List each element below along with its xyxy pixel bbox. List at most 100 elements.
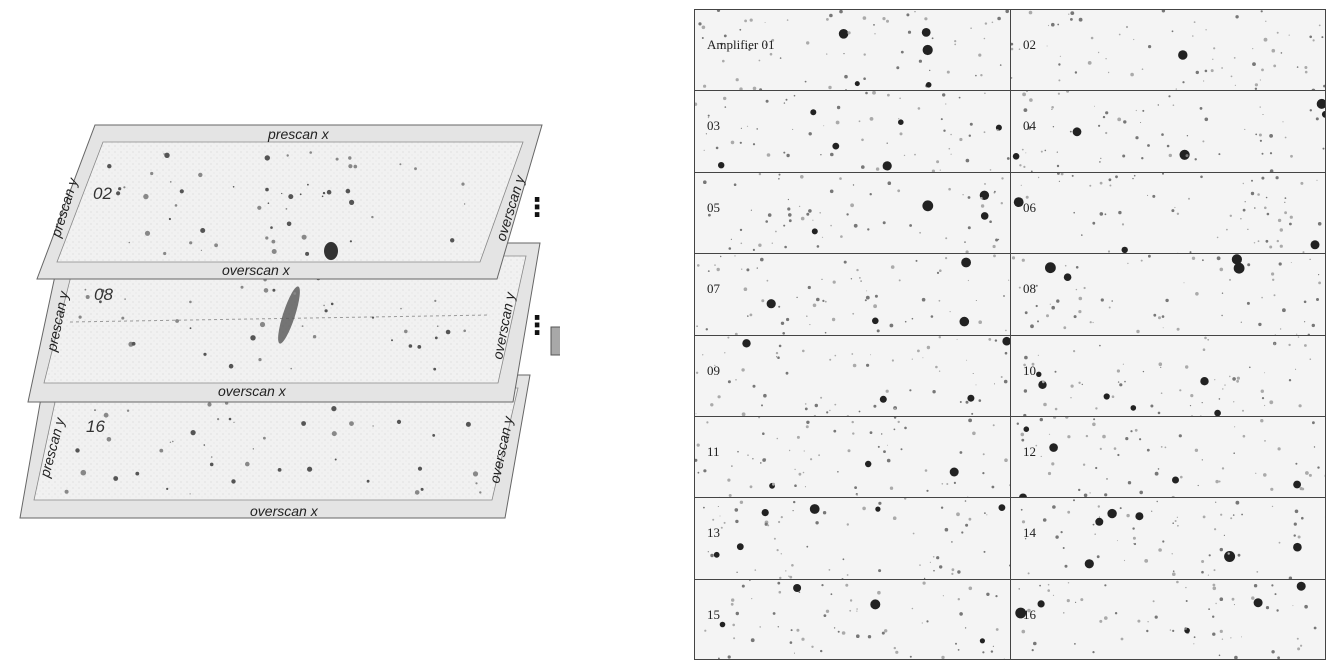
source-dot <box>856 634 860 638</box>
source-dot <box>1044 149 1047 152</box>
source-dot <box>812 303 817 308</box>
source-dot <box>1020 432 1025 437</box>
source-dot <box>1304 343 1307 347</box>
source-dot <box>307 466 313 472</box>
source-dot <box>1305 470 1309 475</box>
source-dot <box>935 365 938 368</box>
source-dot <box>784 245 787 249</box>
source-dot <box>990 650 994 653</box>
source-dot <box>804 407 808 410</box>
source-dot <box>1318 274 1320 276</box>
source-dot <box>1092 422 1096 426</box>
source-dot <box>1304 321 1306 323</box>
source-dot <box>1197 484 1199 486</box>
source-dot <box>1271 505 1274 508</box>
source-dot <box>1309 35 1312 39</box>
source-dot <box>856 610 858 612</box>
source-dot <box>854 486 857 489</box>
source-dot <box>1259 79 1261 81</box>
source-dot <box>1219 629 1223 633</box>
source-dot <box>798 205 801 207</box>
source-dot <box>228 417 232 421</box>
source-dot <box>872 91 876 95</box>
source-dot <box>1201 459 1203 461</box>
amplifier-cell: 05 <box>695 172 1011 255</box>
source-dot <box>1279 328 1282 330</box>
source-dot <box>959 611 963 616</box>
source-dot <box>759 88 763 91</box>
source-dot <box>1142 110 1145 113</box>
source-dot <box>1317 466 1320 469</box>
source-dot <box>844 74 848 79</box>
source-dot <box>1168 154 1172 158</box>
amplifier-image <box>703 172 1004 254</box>
source-dot <box>1242 182 1244 184</box>
source-dot <box>965 250 969 254</box>
source-dot <box>1244 200 1246 203</box>
source-dot <box>1316 298 1319 302</box>
source-dot <box>751 597 753 599</box>
source-dot <box>896 66 900 70</box>
source-dot <box>1024 538 1027 540</box>
source-dot <box>1252 62 1256 66</box>
source-dot <box>822 511 827 515</box>
source-dot <box>1147 620 1149 623</box>
source-dot <box>1089 321 1092 324</box>
source-dot <box>1124 380 1126 382</box>
source-dot <box>993 254 996 258</box>
source-dot <box>1255 133 1258 136</box>
source-dot <box>1280 52 1283 54</box>
source-dot <box>1100 158 1102 160</box>
source-dot <box>718 162 725 169</box>
source-dot <box>1273 64 1277 68</box>
amplifier-label: 07 <box>707 281 720 297</box>
source-dot <box>793 583 802 592</box>
source-dot <box>1213 569 1216 572</box>
source-dot <box>1264 206 1267 209</box>
amplifier-image <box>1011 254 1321 335</box>
source-dot <box>200 249 202 251</box>
source-dot <box>1177 525 1179 527</box>
source-dot <box>1233 400 1235 402</box>
source-dot <box>940 118 943 121</box>
source-dot <box>837 470 839 473</box>
source-dot <box>822 299 825 303</box>
source-dot <box>852 363 857 367</box>
source-dot <box>809 504 820 515</box>
source-dot <box>950 153 952 156</box>
source-dot <box>1035 444 1038 447</box>
source-dot <box>1107 509 1117 519</box>
source-dot <box>312 335 317 339</box>
source-dot <box>760 461 762 464</box>
source-dot <box>749 313 753 317</box>
source-dot <box>1308 473 1312 477</box>
source-dot <box>1264 371 1266 373</box>
source-dot <box>695 102 698 107</box>
source-dot <box>980 74 983 77</box>
source-dot <box>791 564 794 567</box>
amplifier-cell: 11 <box>695 416 1011 499</box>
source-dot <box>826 410 829 413</box>
source-dot <box>806 420 810 424</box>
source-dot <box>918 59 922 63</box>
amplifier-label: 05 <box>707 199 720 215</box>
frame-08: 08 overscan x prescan y overscan y <box>27 242 541 403</box>
source-dot <box>1031 362 1035 366</box>
source-dot <box>1321 111 1325 119</box>
source-dot <box>821 236 824 238</box>
source-dot <box>881 631 885 635</box>
source-dot <box>1231 597 1235 601</box>
source-dot <box>926 345 931 349</box>
source-dot <box>872 317 879 325</box>
source-dot <box>808 132 812 136</box>
source-dot <box>1202 140 1205 143</box>
source-dot <box>1284 211 1287 214</box>
source-dot <box>833 429 837 433</box>
source-dot <box>1027 572 1030 575</box>
source-dot <box>1039 417 1043 422</box>
source-dot <box>735 519 739 524</box>
source-dot <box>1200 376 1209 385</box>
source-dot <box>1240 217 1242 220</box>
source-dot <box>980 211 989 220</box>
source-dot <box>1182 81 1185 84</box>
